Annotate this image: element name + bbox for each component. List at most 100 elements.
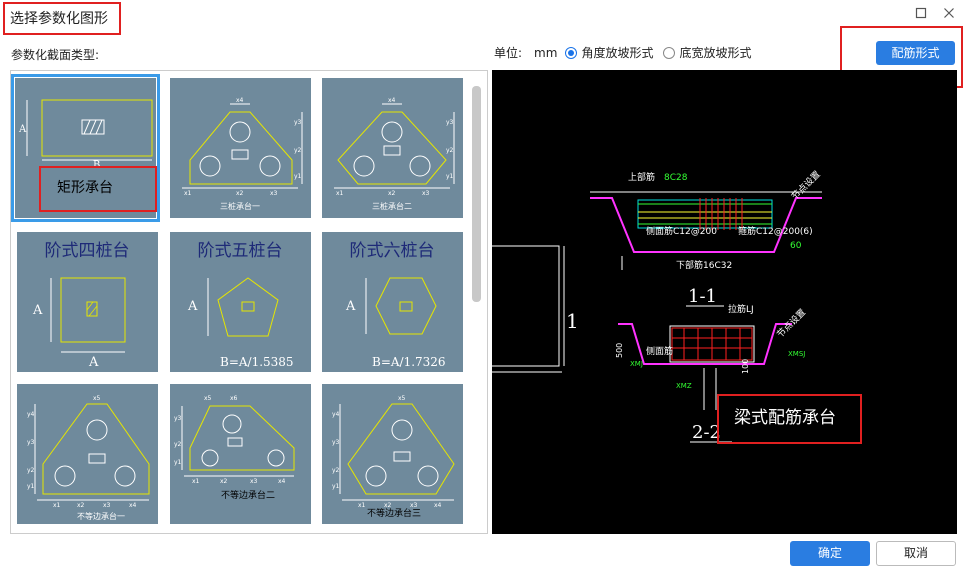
tile-caption: 不等边承台一	[77, 511, 125, 521]
s1-top-bar: 上部筋	[628, 171, 655, 183]
tile-label: y3	[174, 415, 182, 422]
caption-highlight	[717, 394, 862, 444]
tile-label: x3	[270, 190, 278, 197]
tile-label: A	[187, 299, 198, 314]
tile-label: x4	[434, 502, 442, 509]
tile-label: x5	[204, 395, 212, 402]
tile-caption: 不等边承台二	[221, 489, 275, 501]
tile-label: y3	[294, 119, 302, 126]
tile-label: B=A/1.7326	[372, 355, 446, 369]
s1-angle: 60	[790, 241, 802, 251]
tile-caption: 三桩承台一	[220, 201, 260, 211]
tile-highlight	[39, 166, 157, 212]
tile-label: x3	[103, 502, 111, 509]
s2-depth2: 100	[741, 359, 750, 374]
tile-step-six-pile[interactable]: 阶式六桩台 A B=A/1.7326	[322, 232, 463, 372]
tile-label: x1	[336, 190, 344, 197]
angle-slope-label[interactable]: 角度放坡形式	[581, 46, 654, 60]
tile-label: x2	[77, 502, 85, 509]
s2-side-bar: 侧面筋	[646, 345, 673, 357]
restore-icon[interactable]	[911, 6, 931, 26]
rebar-form-button[interactable]: 配筋形式	[876, 41, 955, 65]
tile-label: y2	[174, 441, 182, 448]
tile-label: B	[93, 160, 100, 171]
tile-caption: 阶式四桩台	[45, 241, 130, 261]
tile-rect-cap[interactable]: A B 矩形承台	[11, 74, 160, 222]
tile-label: x2	[388, 190, 396, 197]
tile-label: A	[18, 124, 27, 135]
angle-slope-radio[interactable]	[565, 46, 578, 59]
tile-caption: 三桩承台二	[372, 201, 412, 211]
tile-label: B=A/1.5385	[220, 355, 294, 369]
preview-panel: 1 上部筋 8C28 侧面筋C12@200 箍筋C12@200(6) 下部筋16…	[492, 70, 957, 534]
tile-unequal-1[interactable]: x5 y4 y3 y2 y1 x1 x2 x3 x4 不等边承台一	[17, 384, 158, 524]
tile-caption: 阶式六桩台	[350, 241, 435, 261]
tile-caption: 阶式五桩台	[198, 241, 283, 261]
tile-label: x5	[93, 395, 101, 402]
tile-label: x2	[220, 478, 228, 485]
tile-label: A	[32, 303, 43, 318]
cancel-button[interactable]: 取消	[876, 541, 956, 566]
width-slope-radio[interactable]	[663, 46, 676, 59]
s2-depth: 500	[615, 343, 624, 358]
tile-label: y3	[446, 119, 454, 126]
tile-caption: 不等边承台三	[367, 507, 421, 519]
tile-three-pile-1[interactable]: x4 y3 y2 y1 x1 x2 x3 三桩承台一	[170, 78, 311, 218]
tile-label: y1	[174, 459, 182, 466]
tile-label: x1	[358, 502, 366, 509]
tile-label: x2	[236, 190, 244, 197]
tile-unequal-2[interactable]: x5 x6 y3 y2 y1 x1 x2 x3 x4 不等边承台二	[170, 384, 311, 524]
tile-label: y1	[332, 483, 340, 490]
tile-label: y1	[27, 483, 35, 490]
s1-title: 1-1	[688, 286, 717, 307]
unit-label: 单位:	[494, 46, 523, 60]
tile-label: y3	[27, 439, 35, 446]
tile-label: x3	[422, 190, 430, 197]
tile-label: x3	[410, 502, 418, 509]
s2-title: 2-2	[692, 422, 721, 443]
section-label: 参数化截面类型:	[11, 48, 100, 62]
s2-right-tag: XMSJ	[788, 350, 805, 358]
ok-button[interactable]: 确定	[790, 541, 870, 566]
tile-label: x3	[250, 478, 258, 485]
tile-label: x4	[129, 502, 137, 509]
tile-label: y1	[446, 173, 454, 180]
tile-step-four-pile[interactable]: 阶式四桩台 A A	[17, 232, 158, 372]
s1-stirrup: 箍筋C12@200(6)	[738, 225, 813, 237]
tile-label: x1	[192, 478, 200, 485]
tile-label: y4	[27, 411, 35, 418]
side-label: 1	[566, 309, 579, 333]
tile-label: y2	[294, 147, 302, 154]
tile-unequal-3[interactable]: x5 y4 y3 y2 y1 x1 x2 x3 x4 不等边承台三	[322, 384, 463, 524]
close-icon[interactable]	[939, 6, 959, 26]
unit-value: mm	[534, 45, 558, 60]
window-title: 选择参数化图形	[10, 11, 108, 27]
s1-bottom-bar: 下部筋16C32	[676, 259, 732, 271]
s2-tie: 拉筋LJ	[728, 303, 754, 315]
tile-label: x1	[184, 190, 192, 197]
tile-step-five-pile[interactable]: 阶式五桩台 A B=A/1.5385	[170, 232, 311, 372]
tile-label: y4	[332, 411, 340, 418]
tile-label: A	[345, 299, 356, 314]
tile-label: x4	[278, 478, 286, 485]
tile-label: x1	[53, 502, 61, 509]
preview-caption: 梁式配筋承台	[734, 408, 836, 428]
tile-label: y1	[294, 173, 302, 180]
title-highlight	[3, 2, 121, 35]
tile-caption: 矩形承台	[57, 180, 113, 196]
tile-label: x4	[236, 97, 244, 104]
s1-side-bar: 侧面筋C12@200	[646, 225, 717, 237]
tile-label: x5	[398, 395, 406, 402]
tile-three-pile-2[interactable]: x4 y3 y2 y1 x1 x2 x3 三桩承台二	[322, 78, 463, 218]
tile-label: y2	[332, 467, 340, 474]
s2-bottom-tag: XMZ	[676, 382, 692, 390]
width-slope-label[interactable]: 底宽放坡形式	[679, 46, 752, 60]
tile-label: A	[88, 355, 99, 370]
s1-top-spec: 8C28	[664, 173, 688, 183]
tile-label: x6	[230, 395, 238, 402]
gallery-scrollbar[interactable]	[472, 86, 481, 302]
tile-label: y2	[27, 467, 35, 474]
unit-row: 单位: mm 角度放坡形式 底宽放坡形式	[494, 44, 751, 61]
tile-label: x4	[388, 97, 396, 104]
tile-label: y3	[332, 439, 340, 446]
